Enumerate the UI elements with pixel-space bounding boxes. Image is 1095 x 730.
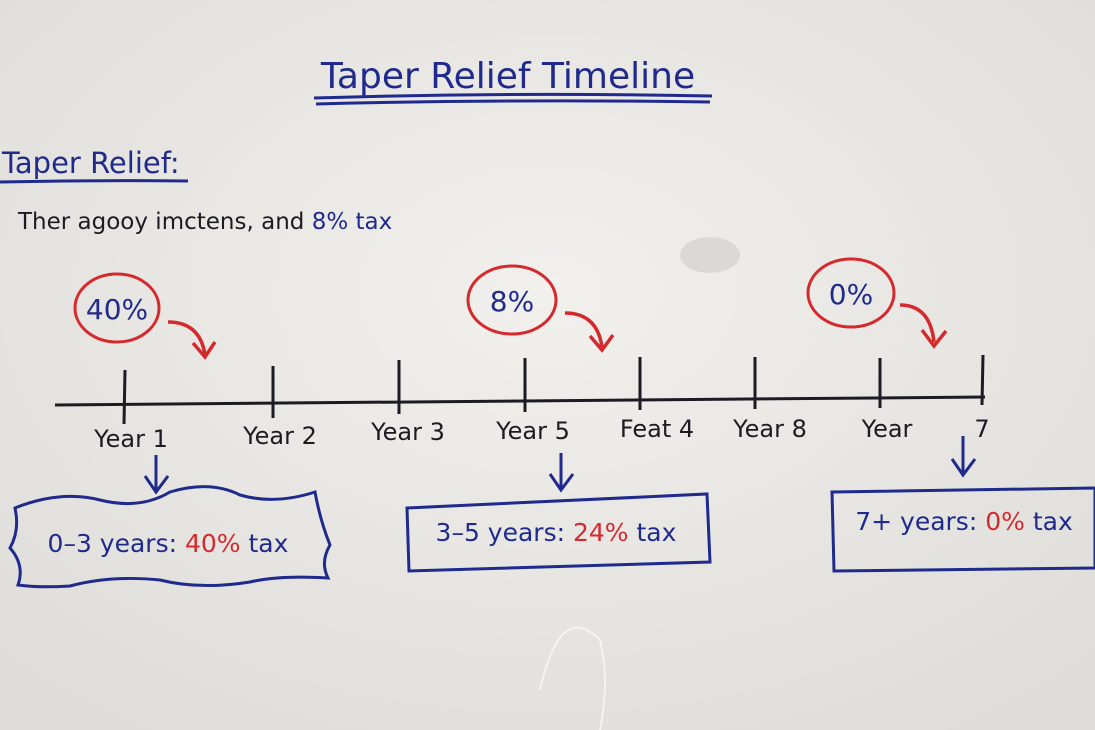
diagram-title: Taper Relief Timeline: [320, 56, 695, 97]
timeline-label: Year 5: [495, 417, 570, 445]
red-arrow-icon: [564, 311, 615, 353]
subtitle: Ther agooy imctens, and 8% tax: [17, 209, 392, 235]
timeline-tick: [980, 354, 985, 406]
title-underline: [313, 92, 713, 100]
svg-text:8%: 8%: [490, 285, 534, 318]
down-arrow-icon: [143, 455, 170, 495]
tax-box-3-5-years: 3–5 years: 24% tax: [405, 492, 712, 573]
rate-bubble-8: 8%: [466, 264, 558, 336]
timeline-axis: [54, 395, 986, 407]
red-arrow-icon: [167, 320, 217, 360]
timeline-label: 7: [974, 415, 989, 443]
red-arrow-icon: [899, 303, 948, 349]
svg-text:3–5 years: 24% tax: 3–5 years: 24% tax: [436, 518, 677, 547]
smudge: [680, 237, 740, 273]
tax-box-0-3-years: 0–3 years: 40% tax: [8, 485, 332, 589]
down-arrow-icon: [548, 453, 575, 493]
svg-text:0–3 years: 40% tax: 0–3 years: 40% tax: [48, 529, 289, 558]
timeline-label: Year 8: [732, 415, 807, 443]
timeline-label: Year: [861, 415, 913, 443]
section-heading: Taper Relief:: [1, 146, 180, 180]
timeline-ticks: [122, 354, 985, 425]
title-underline: [315, 99, 711, 106]
timeline-label: Year 3: [370, 418, 445, 446]
svg-text:40%: 40%: [86, 293, 148, 326]
down-arrow-icon: [950, 436, 977, 478]
heading-underline: [0, 179, 189, 184]
rate-bubble-40: 40%: [73, 272, 161, 344]
rate-bubble-0: 0%: [806, 257, 896, 329]
svg-text:0%: 0%: [829, 278, 873, 311]
timeline-label: Year 1: [93, 425, 168, 453]
smudge: [539, 626, 606, 730]
timeline-label: Feat 4: [620, 415, 694, 443]
tax-box-7-plus-years: 7+ years: 0% tax: [830, 486, 1095, 573]
timeline-label: Year 2: [242, 422, 317, 450]
svg-text:7+ years: 0% tax: 7+ years: 0% tax: [855, 507, 1073, 536]
timeline-tick: [122, 369, 127, 425]
